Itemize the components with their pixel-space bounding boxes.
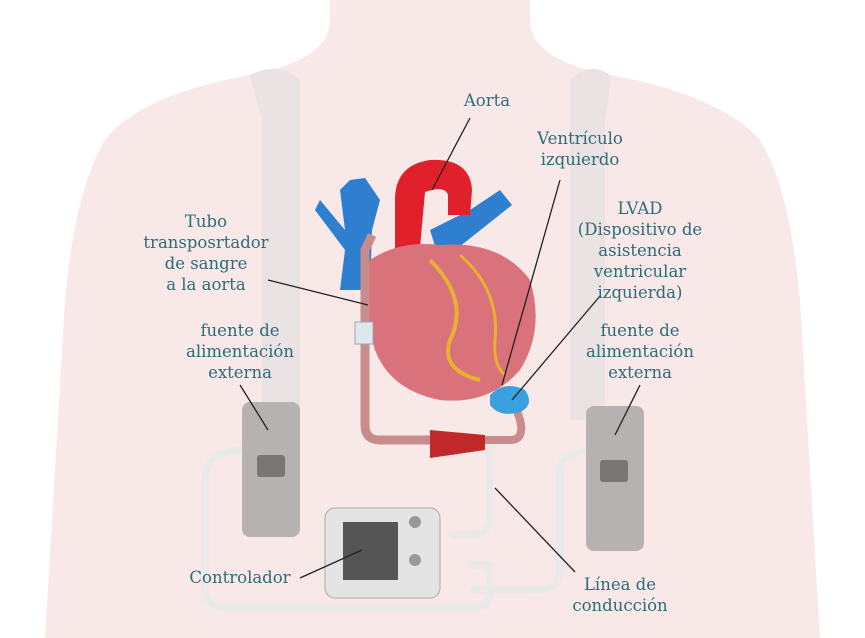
- label-line: Línea de: [583, 575, 657, 594]
- label-power-source-right: fuente de alimentación externa: [586, 320, 694, 383]
- label-line: Aorta: [463, 91, 511, 110]
- label-line: Tubo: [184, 212, 228, 231]
- aorta-vessel: [395, 159, 472, 270]
- label-line: LVAD: [617, 199, 663, 218]
- label-line: de sangre: [164, 254, 248, 273]
- label-line: Ventrículo: [537, 129, 623, 148]
- label-line: externa: [608, 363, 672, 382]
- label-line: transposrtador: [143, 233, 269, 252]
- label-line: Controlador: [189, 568, 291, 587]
- outflow-tube: [360, 233, 430, 445]
- label-line: externa: [208, 363, 272, 382]
- label-power-source-left: fuente de alimentación externa: [186, 320, 294, 383]
- heart: [366, 244, 536, 401]
- label-controller: Controlador: [189, 567, 290, 588]
- label-driveline: Línea de conducción: [572, 574, 667, 616]
- leader-lines: [239, 117, 641, 579]
- label-line: alimentación: [186, 342, 294, 361]
- label-line: fuente de: [200, 321, 280, 340]
- label-line: alimentación: [586, 342, 694, 361]
- label-aorta: Aorta: [464, 90, 510, 111]
- label-line: conducción: [572, 596, 668, 615]
- label-line: (Dispositivo de: [577, 220, 703, 239]
- label-line: fuente de: [600, 321, 680, 340]
- label-line: a la aorta: [166, 275, 246, 294]
- label-outflow-tube: Tubo transposrtador de sangre a la aorta: [143, 211, 268, 295]
- pulmonary-vessel: [430, 190, 512, 262]
- lvad-pump: [490, 386, 529, 414]
- label-line: izquierdo: [540, 150, 620, 169]
- right-strap: [570, 68, 610, 421]
- label-line: asistencia: [598, 241, 682, 260]
- label-lvad: LVAD (Dispositivo de asistencia ventricu…: [578, 198, 702, 303]
- label-left-ventricle: Ventrículo izquierdo: [537, 128, 623, 170]
- label-line: izquierda): [597, 283, 683, 302]
- label-line: ventricular: [593, 262, 687, 281]
- left-strap: [250, 68, 300, 421]
- power-cables: [201, 440, 611, 612]
